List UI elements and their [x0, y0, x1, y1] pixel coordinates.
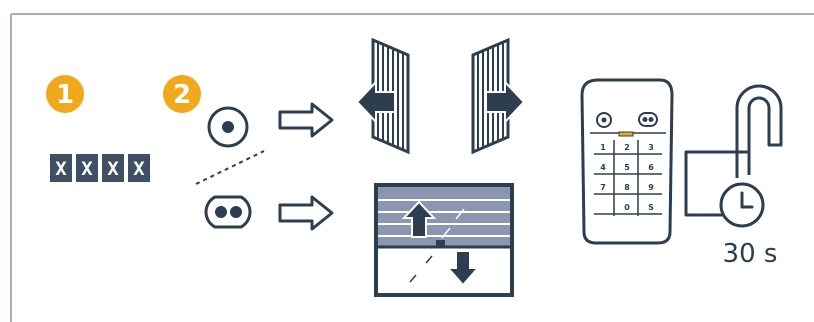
key-2: 2	[624, 143, 630, 152]
key-0: 0	[624, 203, 630, 212]
code-digit-4: X	[133, 158, 145, 180]
arrow-right-icon	[280, 197, 332, 229]
step-2-number: 2	[173, 80, 191, 110]
single-button-icon	[209, 108, 247, 146]
key-7: 7	[600, 183, 606, 192]
key-6: 6	[648, 163, 654, 172]
code-entry: X X X X	[50, 154, 150, 182]
keypad-double-button-icon	[639, 113, 657, 126]
gate-right-icon	[473, 40, 524, 152]
key-4: 4	[600, 163, 606, 172]
step-1-badge: 1	[46, 75, 84, 113]
key-1: 1	[600, 143, 606, 152]
step-1-number: 1	[56, 80, 74, 110]
gate-left-icon	[357, 40, 408, 152]
key-3: 3	[648, 143, 654, 152]
keypad-device-icon: 1 2 3 4 5 6 7 8 9 0 S	[582, 80, 672, 243]
key-8: 8	[624, 183, 630, 192]
keypad-single-button-icon	[597, 113, 611, 127]
timer-label: 30 s	[723, 239, 778, 269]
arrow-right-icon	[280, 104, 332, 136]
code-digit-2: X	[81, 158, 93, 180]
code-digit-3: X	[107, 158, 119, 180]
clock-icon	[721, 184, 763, 226]
code-digit-1: X	[55, 158, 67, 180]
or-divider	[196, 151, 264, 184]
double-button-icon	[206, 197, 250, 227]
key-9: 9	[648, 183, 654, 192]
step-2-badge: 2	[163, 75, 201, 113]
window-shutter-icon	[376, 185, 512, 295]
key-5: 5	[624, 163, 630, 172]
key-s: S	[648, 203, 654, 212]
